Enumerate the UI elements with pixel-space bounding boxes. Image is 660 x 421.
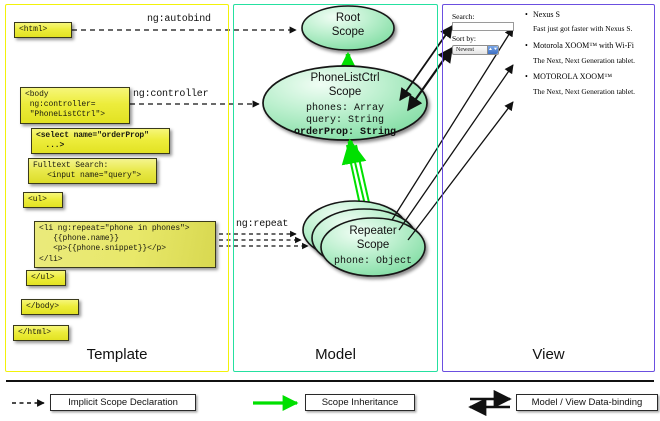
code-box-select-orderprop: <select name="orderProp" ...> xyxy=(31,128,170,155)
connector-label-ng-repeat: ng:repeat xyxy=(236,219,289,230)
legend-glyph-model-view-databinding xyxy=(468,389,512,417)
code-box-fulltext-search: Fulltext Search: <input name="query"> xyxy=(28,158,157,185)
phone-snippet: Fast just got faster with Nexus S. xyxy=(533,24,633,34)
panel-template xyxy=(5,4,229,372)
chevron-updown-icon: ▲▼ xyxy=(487,45,498,54)
code-box-html-open: <html> xyxy=(14,22,72,39)
panel-model xyxy=(233,4,438,372)
list-item: MOTOROLA XOOM™ The Next, Next Generation… xyxy=(524,72,652,96)
sort-by-selected-value: Newest xyxy=(456,46,474,53)
code-box-li-ng-repeat: <li ng:repeat="phone in phones"> {{phone… xyxy=(34,221,216,268)
phone-name: MOTOROLA XOOM™ xyxy=(524,72,652,83)
legend-item-model-view-databinding: Model / View Data-binding xyxy=(516,394,658,411)
phone-list: Nexus S Fast just got faster with Nexus … xyxy=(524,9,652,103)
view-search-form: Search: Sort by: Newest ▲▼ xyxy=(452,12,524,55)
code-box-ul-close: </ul> xyxy=(26,270,66,287)
list-item: Nexus S Fast just got faster with Nexus … xyxy=(524,9,652,34)
phone-snippet: The Next, Next Generation tablet. xyxy=(533,55,636,65)
legend-item-implicit-scope-declaration: Implicit Scope Declaration xyxy=(50,394,196,411)
sort-by-select[interactable]: Newest ▲▼ xyxy=(452,44,499,55)
connector-label-ng-autobind: ng:autobind xyxy=(147,14,211,25)
panel-label-model: Model xyxy=(315,346,356,363)
code-box-body-close: </body> xyxy=(21,299,79,316)
legend-divider xyxy=(6,380,654,382)
code-box-html-close: </html> xyxy=(13,325,69,342)
code-box-ul-open: <ul> xyxy=(23,192,63,209)
code-box-body-open: <body ng:controller= "PhoneListCtrl"> xyxy=(20,87,130,124)
connector-label-ng-controller: ng:controller xyxy=(133,89,209,100)
panel-label-view: View xyxy=(532,346,565,363)
panel-label-template: Template xyxy=(86,346,148,363)
phone-name: Motorola XOOM™ with Wi-Fi xyxy=(524,41,652,52)
sort-by-label: Sort by: xyxy=(452,34,476,44)
phone-snippet: The Next, Next Generation tablet. xyxy=(533,86,636,96)
panel-view xyxy=(442,4,655,372)
search-input[interactable] xyxy=(452,22,514,32)
search-label: Search: xyxy=(452,12,475,21)
legend-item-scope-inheritance: Scope Inheritance xyxy=(305,394,415,411)
phone-name: Nexus S xyxy=(524,9,652,20)
list-item: Motorola XOOM™ with Wi-Fi The Next, Next… xyxy=(524,41,652,65)
